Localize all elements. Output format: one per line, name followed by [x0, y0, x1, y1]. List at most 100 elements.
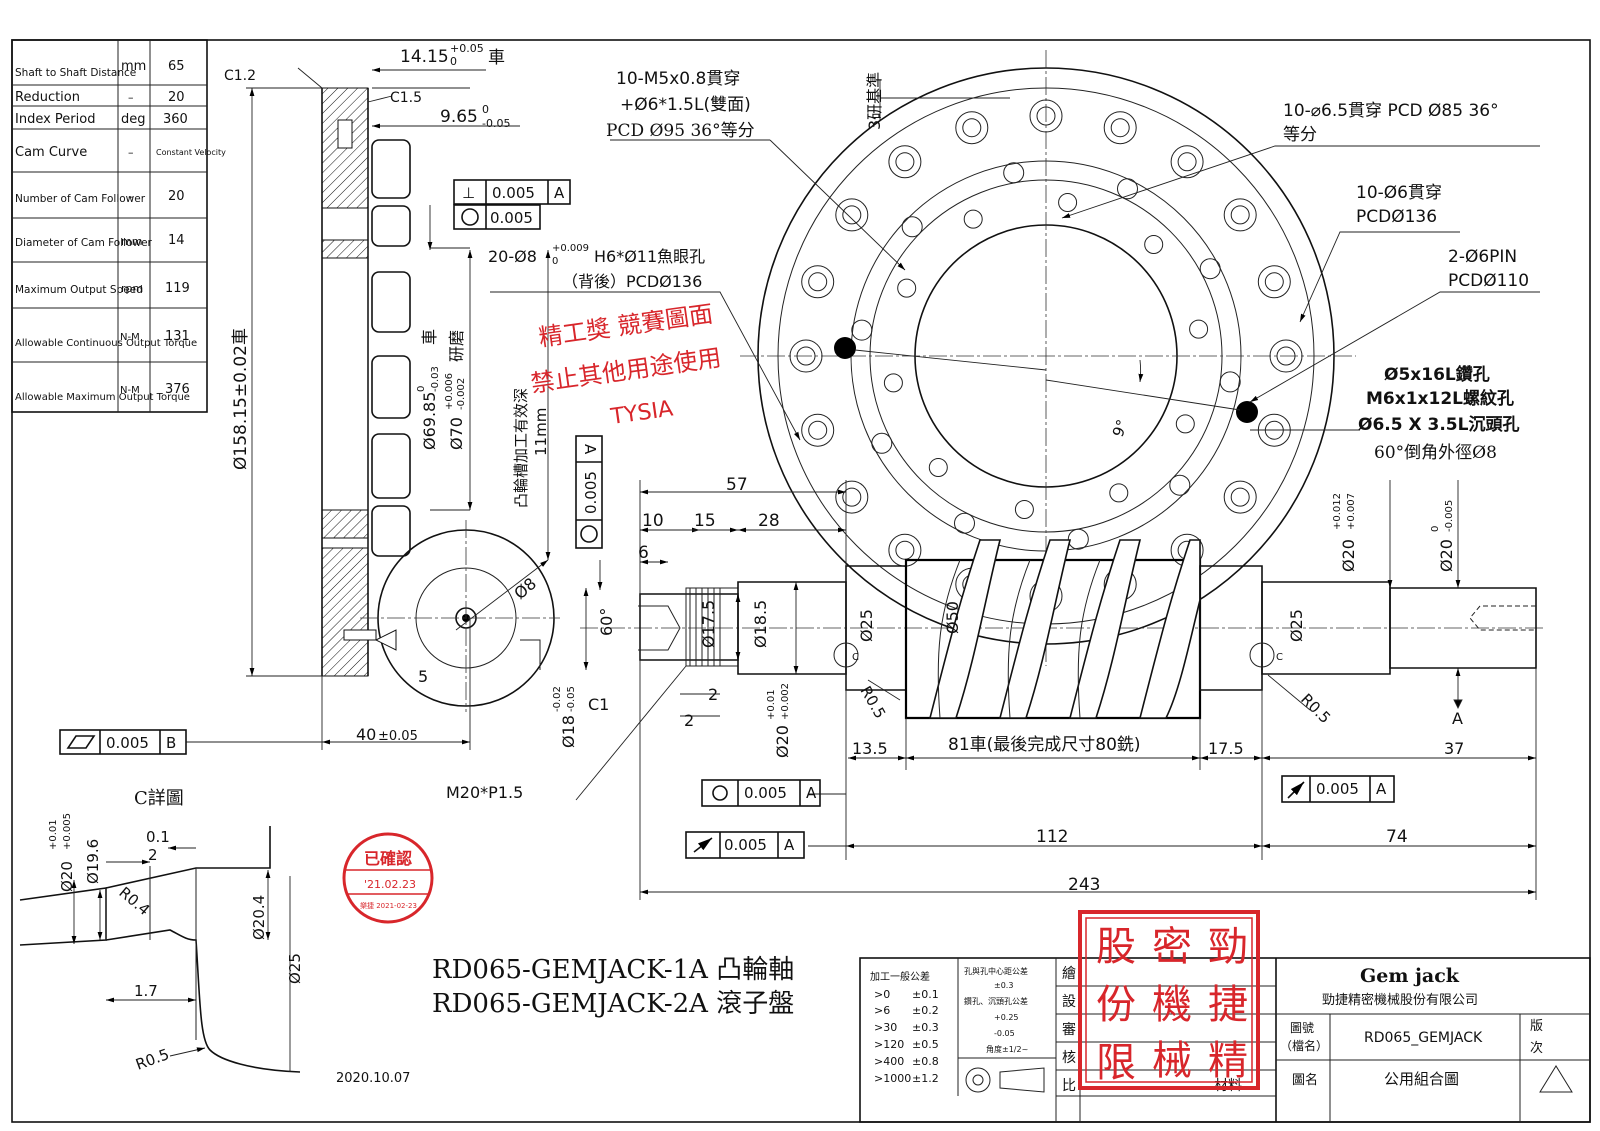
outer-hole-inner — [895, 540, 915, 560]
tol-value-4: ±0.8 — [912, 1055, 939, 1068]
label-8: Ø8 — [510, 574, 540, 603]
outer-hole-inner — [895, 152, 915, 172]
runout-3-value: 0.005 — [1316, 780, 1359, 798]
label-c-a: C — [852, 652, 859, 663]
label-28: 28 — [758, 511, 780, 531]
label-5: 5 — [418, 667, 428, 686]
svg-text:限: 限 — [1096, 1040, 1136, 1086]
label-81: 81車(最後完成尺寸80銑) — [948, 735, 1141, 755]
label-c12: C1.2 — [224, 68, 256, 84]
label-20-w-tol-upper: +0.01 — [766, 689, 777, 720]
part-name-1: RD065-GEMJACK-1A 凸輪軸 — [432, 955, 794, 985]
spec-param-8: Allowable Maximum Output Torque — [15, 392, 190, 403]
outer-hole — [801, 265, 835, 299]
svg-text:械: 械 — [1152, 1038, 1192, 1084]
label-18-tol-upper: -0.02 — [552, 686, 563, 712]
spec-unit-8: N-M — [120, 385, 140, 396]
label-20-u-tol-lower: +0.007 — [1346, 493, 1357, 530]
label-6: 6 — [638, 543, 649, 563]
runout-1-value: 0.005 — [744, 784, 787, 802]
pcd-hole — [1189, 319, 1209, 339]
label-20-u-tol-upper: +0.012 — [1332, 493, 1343, 530]
outer-hole-inner — [1110, 118, 1130, 138]
outer-hole-inner — [1264, 272, 1284, 292]
outer-hole-inner — [1177, 152, 1197, 172]
spec-value-5: 14 — [168, 233, 185, 248]
flat-value: 0.005 — [106, 734, 149, 752]
pcd-hole — [897, 278, 917, 298]
outer-hole — [1223, 480, 1257, 514]
spec-value-0: 65 — [168, 59, 185, 74]
label-60-degree: 60° — [597, 608, 616, 636]
label-20-w: Ø20 — [773, 725, 792, 758]
feature-control-frames — [59, 179, 1395, 859]
dwg-no: RD065_GEMJACK — [1364, 1030, 1483, 1046]
outer-hole-inner — [962, 118, 982, 138]
role-draw: 繪 — [1062, 965, 1076, 982]
spec-value-4: 20 — [168, 189, 185, 204]
draw-date: 2020.10.07 — [336, 1071, 410, 1086]
spec-table: Shaft to Shaft Distance mm 65 Reduction … — [11, 39, 226, 413]
annotations: C1.2 C1.5 14.15 +0.05 0 車 9.65 0 -0.05 ⊥… — [106, 42, 1529, 895]
label-drill-3: Ø6.5 X 3.5L沉頭孔 — [1358, 414, 1519, 435]
label-15: 15 — [694, 511, 716, 531]
label-h6-2: PCDØ136 — [1356, 207, 1437, 227]
label-40-tol: ±0.05 — [378, 729, 418, 744]
detail-c-d20-tol-lower: +0.005 — [62, 813, 73, 850]
scale-label: 比 — [1062, 1078, 1076, 1094]
mid-hole — [901, 216, 923, 238]
dwg-name: 公用組合圖 — [1384, 1070, 1459, 1088]
tol-value-2: ±0.3 — [912, 1021, 939, 1034]
leader-lines — [427, 139, 1540, 441]
spec-unit-7: N-M — [120, 332, 140, 343]
label-25-a: Ø25 — [857, 609, 876, 642]
label-243: 243 — [1068, 875, 1100, 895]
perp-value: 0.005 — [492, 184, 535, 202]
hole-note-4: +0.25 — [994, 1013, 1019, 1022]
label-holes-20: 20-Ø8 — [488, 247, 537, 266]
spec-value-7: 131 — [165, 329, 190, 344]
label-70-suffix: 研磨 — [447, 330, 466, 362]
spec-unit-1: – — [128, 91, 134, 104]
label-20-w-tol-lower: +0.002 — [780, 683, 791, 720]
label-57: 57 — [726, 475, 748, 495]
label-18-5: Ø18.5 — [751, 600, 770, 648]
role-review: 審 — [1062, 1022, 1076, 1038]
label-69-85: Ø69.85 — [420, 392, 439, 450]
detail-c-d20-tol-upper: +0.01 — [48, 819, 59, 850]
company-zh: 勁捷精密機械股份有限公司 — [1322, 992, 1478, 1008]
hole-note-5: -0.05 — [994, 1029, 1015, 1038]
label-13-5: 13.5 — [852, 739, 888, 758]
label-69-85-suffix: 車 — [420, 329, 439, 345]
tol-value-5: ±1.2 — [912, 1072, 939, 1085]
label-69-85-tol-upper: 0 — [416, 386, 427, 392]
svg-text:份: 份 — [1096, 982, 1136, 1028]
label-158: Ø158.15±0.02車 — [231, 328, 251, 470]
label-c-b: C — [1276, 652, 1283, 663]
spec-unit-4: – — [128, 190, 134, 203]
spec-value-1: 20 — [168, 90, 185, 105]
detail-c-d25: Ø25 — [286, 953, 304, 984]
spec-param-7: Allowable Continuous Output Torque — [15, 338, 197, 349]
confirmed-stamp: 已確認 '21.02.23 樂捷 2021-02-23 — [342, 832, 434, 924]
label-pin: 2-Ø6PIN — [1448, 247, 1517, 267]
stamp-date: '21.02.23 — [364, 878, 416, 891]
label-40: 40 — [356, 725, 376, 744]
label-c15: C1.5 — [390, 90, 422, 106]
label-m20: M20*P1.5 — [446, 783, 523, 802]
label-112: 112 — [1036, 827, 1068, 847]
tol-range-1: >6 — [874, 1004, 890, 1017]
tol-range-4: >400 — [874, 1055, 904, 1068]
detail-c: C詳圖 Ø20 +0.01 +0.005 Ø19.6 0.1 2 R0.4 Ø2… — [19, 788, 304, 1074]
svg-text:密: 密 — [1152, 924, 1192, 970]
mid-hole — [1067, 528, 1089, 550]
label-r05-b: R0.5 — [1297, 690, 1334, 727]
detail-c-r04: R0.4 — [115, 883, 153, 919]
runout-2-value: 0.005 — [724, 836, 767, 854]
runout-2-ref: A — [784, 836, 795, 854]
label-cam-depth: 凸輪槽加工有效深 — [512, 388, 530, 508]
label-c1: C1 — [588, 695, 609, 714]
pcd-hole — [1109, 483, 1129, 503]
outer-hole — [801, 413, 835, 447]
label-m5-2: +Ø6*1.5L(雙面) — [620, 95, 751, 115]
